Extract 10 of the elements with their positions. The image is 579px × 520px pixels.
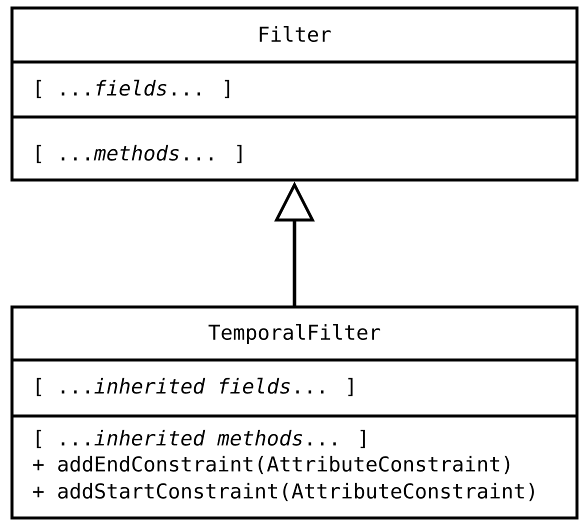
class-name: Filter	[260, 26, 331, 42]
attribute-text: [ ...fields... ]	[36, 80, 230, 98]
attribute-text: [ ...inherited fields... ]	[36, 378, 353, 396]
class-name: TemporalFilter	[208, 324, 380, 344]
method-text: + addStartConstraint(AttributeConstraint)	[33, 482, 534, 502]
class-box	[10, 6, 578, 182]
method-text: [ ...methods... ]	[36, 144, 242, 164]
method-text: + addEndConstraint(AttributeConstraint)	[33, 456, 510, 474]
class-box	[10, 306, 578, 520]
method-text: [ ...inherited methods... ]	[36, 430, 365, 448]
